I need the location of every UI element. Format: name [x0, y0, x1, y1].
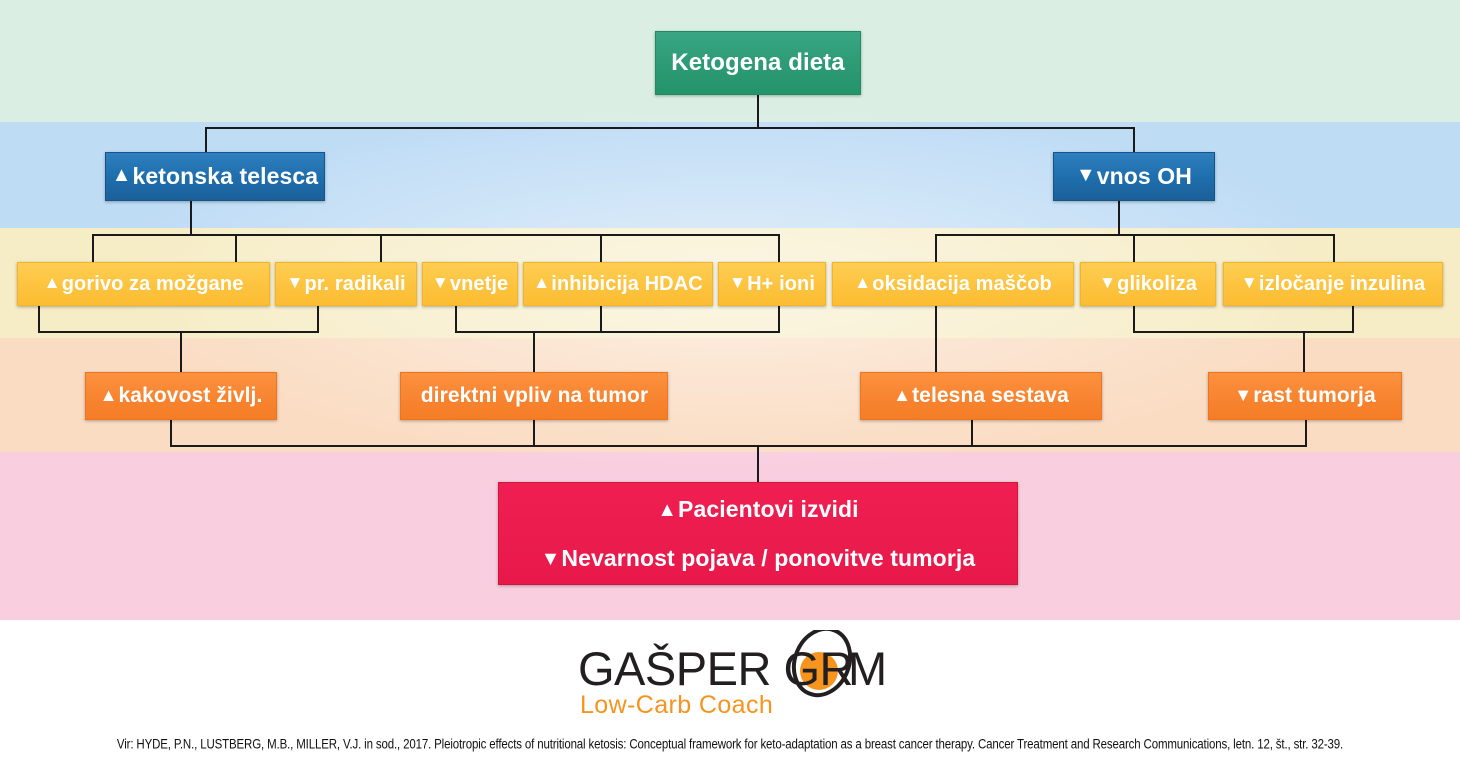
connector-to-carbs — [1133, 127, 1135, 152]
node-label: direktni vpliv na tumor — [420, 383, 649, 407]
egg-outline-icon — [791, 630, 853, 698]
node-brain-fuel[interactable]: ▲ gorivo za možgane — [17, 262, 270, 306]
arrow-up-icon: ▲ — [111, 164, 132, 187]
arrow-down-icon: ▼ — [1240, 272, 1258, 293]
connector-body-comp-down — [971, 420, 973, 446]
node-hdac-inhibition[interactable]: ▲ inhibicija HDAC — [523, 262, 713, 306]
node-label: vnos OH — [1096, 163, 1192, 190]
connector-outcome-bus — [170, 445, 1307, 447]
node-label: inhibicija HDAC — [551, 272, 703, 295]
connector-level3-left-bus — [92, 234, 780, 236]
connector-tumor-down — [533, 420, 535, 446]
node-free-radicals[interactable]: ▼ pr. radikali — [275, 262, 417, 306]
logo-tagline: Low-Carb Coach — [580, 691, 773, 719]
connector-level2-bus — [205, 127, 1135, 129]
source-citation: Vir: HYDE, P.N., LUSTBERG, M.B., MILLER,… — [116, 738, 1344, 753]
connector-hions-down — [778, 306, 780, 332]
connector-to-fuel — [92, 234, 94, 262]
node-label: kakovost življ. — [118, 383, 263, 407]
outcome-line-risk: ▼Nevarnost pojava / ponovitve tumorja — [541, 545, 976, 572]
node-label: ketonska telesca — [132, 163, 319, 190]
connector-growth-bus — [1133, 331, 1354, 333]
node-patient-outcomes[interactable]: ▲Pacientovi izvidi ▼Nevarnost pojava / p… — [498, 482, 1018, 585]
arrow-up-icon: ▲ — [533, 272, 551, 293]
node-label: telesna sestava — [912, 383, 1069, 407]
connector-to-hions — [778, 234, 780, 262]
connector-to-oxidation — [935, 234, 937, 262]
arrow-up-icon: ▲ — [99, 384, 118, 405]
node-ketogenic-diet[interactable]: Ketogena dieta — [655, 31, 861, 95]
arrow-down-icon: ▼ — [728, 272, 747, 293]
logo-wordmark-tail: M — [848, 642, 887, 695]
band-footer — [0, 620, 1460, 768]
arrow-up-icon: ▲ — [43, 272, 61, 293]
node-h-ions[interactable]: ▼ H+ ioni — [718, 262, 826, 306]
arrow-up-icon: ▲ — [854, 272, 872, 293]
connector-to-radicals — [235, 234, 237, 262]
arrow-down-icon: ▼ — [1099, 272, 1117, 293]
node-fat-oxidation[interactable]: ▲ oksidacija maščob — [832, 262, 1074, 306]
node-label: vnetje — [449, 272, 509, 295]
node-insulin-secretion[interactable]: ▼ izločanje inzulina — [1223, 262, 1443, 306]
connector-tumor-bus — [455, 331, 780, 333]
connector-to-insulin — [1333, 234, 1335, 262]
connector-qol-down — [170, 420, 172, 446]
connector-inflammation-down — [455, 306, 457, 332]
connector-ketones-down — [190, 201, 192, 235]
egg-yolk-icon — [800, 652, 838, 690]
arrow-down-icon: ▼ — [1076, 164, 1096, 187]
arrow-down-icon: ▼ — [286, 272, 304, 293]
arrow-up-icon: ▲ — [893, 384, 912, 405]
node-label: gorivo za možgane — [61, 272, 244, 295]
connector-to-qol — [180, 331, 182, 372]
connector-level3-right-bus — [935, 234, 1335, 236]
connector-insulin-down — [1352, 306, 1354, 332]
node-label: glikoliza — [1117, 272, 1197, 295]
connector-glycolysis-down — [1133, 306, 1135, 332]
logo-wordmark: GAŠPER GR — [578, 642, 853, 695]
node-ketone-bodies[interactable]: ▲ ketonska telesca — [105, 152, 325, 201]
outcome-line-results: ▲Pacientovi izvidi — [657, 496, 858, 523]
node-carb-intake[interactable]: ▼ vnos OH — [1053, 152, 1215, 201]
connector-hdac-down — [600, 306, 602, 332]
node-label: rast tumorja — [1253, 383, 1376, 407]
connector-qol-bus — [38, 331, 319, 333]
connector-fuel-down — [38, 306, 40, 332]
connector-to-glycolysis — [1133, 234, 1135, 262]
node-direct-tumor-effect[interactable]: direktni vpliv na tumor — [400, 372, 668, 420]
brand-logo: GAŠPER GR M Low-Carb Coach — [560, 630, 900, 720]
connector-to-inflammation — [380, 234, 382, 262]
node-glycolysis[interactable]: ▼ glikoliza — [1080, 262, 1216, 306]
arrow-down-icon: ▼ — [1234, 384, 1253, 405]
logo-svg: GAŠPER GR M Low-Carb Coach — [578, 630, 887, 719]
node-tumor-growth[interactable]: ▼ rast tumorja — [1208, 372, 1402, 420]
arrow-down-icon: ▼ — [540, 547, 561, 570]
node-quality-of-life[interactable]: ▲ kakovost življ. — [85, 372, 277, 420]
outcome-label: Nevarnost pojava / ponovitve tumorja — [561, 544, 976, 571]
arrow-up-icon: ▲ — [657, 498, 677, 521]
node-label: H+ ioni — [747, 272, 816, 295]
connector-to-ketones — [205, 127, 207, 152]
arrow-down-icon: ▼ — [431, 272, 449, 293]
connector-to-body-comp — [935, 306, 937, 372]
connector-to-tumor — [533, 331, 535, 372]
connector-root-down — [757, 94, 759, 128]
node-label: pr. radikali — [304, 272, 406, 295]
node-body-composition[interactable]: ▲ telesna sestava — [860, 372, 1102, 420]
outcome-label: Pacientovi izvidi — [678, 495, 859, 522]
connector-radicals-down — [317, 306, 319, 332]
node-inflammation[interactable]: ▼ vnetje — [422, 262, 518, 306]
connector-to-hdac — [600, 234, 602, 262]
connector-growth-down — [1305, 420, 1307, 446]
connector-to-outcome — [757, 445, 759, 482]
connector-carbs-down — [1118, 201, 1120, 235]
node-label: oksidacija maščob — [872, 272, 1052, 295]
node-label: izločanje inzulina — [1258, 272, 1426, 295]
node-label: Ketogena dieta — [671, 49, 845, 77]
connector-to-growth — [1303, 331, 1305, 372]
